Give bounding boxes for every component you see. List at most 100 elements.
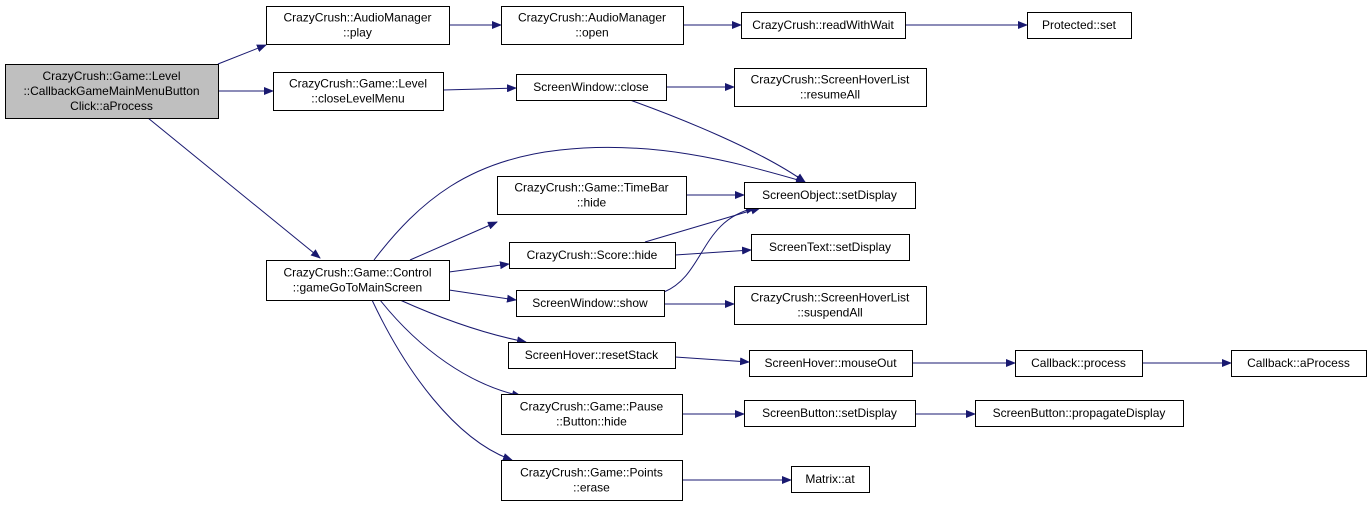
node-label-line: ::gameGoToMainScreen — [293, 281, 422, 295]
edge-screenwindow-show-to-screenobject-setdisplay — [663, 206, 756, 293]
node-box — [273, 72, 444, 111]
edges — [147, 21, 1232, 484]
node-timebar-hide[interactable]: CrazyCrush::Game::TimeBar::hide — [497, 176, 687, 215]
edge-root-to-game-go-to-main-screen — [147, 117, 321, 259]
edge-game-go-to-main-screen-to-screenwindow-show — [448, 289, 517, 303]
node-label-line: ScreenButton::propagateDisplay — [993, 406, 1166, 420]
node-box — [734, 68, 927, 107]
edge-game-go-to-main-screen-to-points-erase — [371, 299, 513, 461]
node-box — [501, 460, 683, 501]
node-label-line: CrazyCrush::Game::Control — [283, 266, 431, 280]
edge-game-go-to-main-screen-to-screenobject-setdisplay — [373, 146, 806, 261]
node-points-erase[interactable]: CrazyCrush::Game::Points::erase — [501, 460, 683, 501]
node-screenbutton-setdisplay[interactable]: ScreenButton::setDisplay — [744, 400, 916, 427]
node-label-line: ScreenObject::setDisplay — [762, 188, 897, 202]
node-box — [266, 6, 450, 45]
node-box — [744, 400, 916, 427]
node-box — [1231, 350, 1367, 377]
node-label-line: CrazyCrush::readWithWait — [752, 18, 894, 32]
node-screenwindow-close[interactable]: ScreenWindow::close — [516, 74, 667, 101]
node-screenobject-setdisplay[interactable]: ScreenObject::setDisplay — [744, 182, 916, 209]
node-label-line: CrazyCrush::Game::Pause — [520, 400, 664, 414]
node-propagate-display[interactable]: ScreenButton::propagateDisplay — [975, 400, 1184, 427]
node-box — [509, 242, 676, 269]
node-box — [751, 234, 910, 261]
node-box — [508, 342, 676, 369]
edge-game-go-to-main-screen-to-pause-button-hide — [379, 299, 522, 399]
node-protected-set[interactable]: Protected::set — [1027, 12, 1132, 39]
node-label-line: ScreenButton::setDisplay — [762, 406, 897, 420]
node-box — [516, 290, 665, 317]
edge-game-go-to-main-screen-to-reset-stack — [399, 299, 527, 345]
node-close-level-menu[interactable]: CrazyCrush::Game::Level::closeLevelMenu — [273, 72, 444, 111]
node-label-line: ::hide — [577, 196, 607, 210]
node-matrix-at[interactable]: Matrix::at — [791, 466, 870, 493]
edge-score-hide-to-screenobject-setdisplay — [644, 206, 761, 243]
node-label-line: ::suspendAll — [797, 306, 862, 320]
node-game-go-to-main-screen[interactable]: CrazyCrush::Game::Control::gameGoToMainS… — [266, 260, 450, 301]
node-box — [749, 350, 913, 377]
node-label-line: CrazyCrush::AudioManager — [518, 11, 666, 25]
node-callback-aprocess[interactable]: Callback::aProcess — [1231, 350, 1367, 377]
edge-screenwindow-close-to-screenobject-setdisplay — [629, 99, 806, 183]
node-label-line: CrazyCrush::Game::TimeBar — [514, 181, 668, 195]
node-label-line: ::erase — [573, 481, 610, 495]
node-box — [501, 6, 684, 45]
node-box — [266, 260, 450, 301]
node-label-line: Protected::set — [1042, 18, 1117, 32]
node-score-hide[interactable]: CrazyCrush::Score::hide — [509, 242, 676, 269]
node-label-line: ::Button::hide — [556, 415, 627, 429]
node-label-line: ::open — [575, 26, 608, 40]
node-box — [734, 286, 927, 325]
node-resume-all[interactable]: CrazyCrush::ScreenHoverList::resumeAll — [734, 68, 927, 107]
node-audio-open[interactable]: CrazyCrush::AudioManager::open — [501, 6, 684, 45]
node-label-line: CrazyCrush::Game::Level — [42, 69, 180, 83]
node-label-line: ScreenHover::resetStack — [525, 348, 659, 362]
node-audio-play[interactable]: CrazyCrush::AudioManager::play — [266, 6, 450, 45]
node-mouse-out[interactable]: ScreenHover::mouseOut — [749, 350, 913, 377]
node-box — [501, 394, 683, 435]
node-box — [791, 466, 870, 493]
node-label-line: CrazyCrush::Game::Points — [520, 466, 663, 480]
node-label-line: CrazyCrush::ScreenHoverList — [751, 291, 910, 305]
edge-close-level-menu-to-screenwindow-close — [442, 84, 517, 93]
node-label-line: CrazyCrush::Game::Level — [289, 77, 427, 91]
node-label-line: Click::aProcess — [70, 99, 153, 113]
node-box — [497, 176, 687, 215]
node-box — [516, 74, 667, 101]
node-screenwindow-show[interactable]: ScreenWindow::show — [516, 290, 665, 317]
node-screentext-setdisplay[interactable]: ScreenText::setDisplay — [751, 234, 910, 261]
node-root[interactable]: CrazyCrush::Game::Level::CallbackGameMai… — [5, 64, 219, 119]
edge-root-to-audio-play — [217, 44, 267, 65]
node-box — [1015, 350, 1143, 377]
node-box — [1027, 12, 1132, 39]
node-label-line: ::closeLevelMenu — [311, 92, 404, 106]
node-label-line: Callback::aProcess — [1247, 356, 1350, 370]
node-box — [741, 12, 906, 39]
node-box — [5, 64, 219, 119]
node-box — [975, 400, 1184, 427]
node-label-line: CrazyCrush::Score::hide — [527, 248, 658, 262]
node-label-line: ScreenHover::mouseOut — [764, 356, 897, 370]
node-label-line: ScreenWindow::close — [533, 80, 649, 94]
node-label-line: Matrix::at — [805, 472, 855, 486]
edge-game-go-to-main-screen-to-score-hide — [448, 261, 510, 273]
node-label-line: ScreenWindow::show — [532, 296, 648, 310]
edge-score-hide-to-screentext-setdisplay — [674, 246, 752, 256]
node-label-line: CrazyCrush::ScreenHoverList — [751, 73, 910, 87]
node-reset-stack[interactable]: ScreenHover::resetStack — [508, 342, 676, 369]
nodes: CrazyCrush::Game::Level::CallbackGameMai… — [5, 6, 1367, 501]
node-box — [744, 182, 916, 209]
node-label-line: ScreenText::setDisplay — [769, 240, 891, 254]
node-label-line: ::play — [343, 26, 372, 40]
edge-reset-stack-to-mouse-out — [674, 356, 750, 366]
node-pause-button-hide[interactable]: CrazyCrush::Game::Pause::Button::hide — [501, 394, 683, 435]
node-label-line: ::CallbackGameMainMenuButton — [23, 84, 199, 98]
node-callback-process[interactable]: Callback::process — [1015, 350, 1143, 377]
node-label-line: Callback::process — [1031, 356, 1126, 370]
node-read-with-wait[interactable]: CrazyCrush::readWithWait — [741, 12, 906, 39]
node-label-line: ::resumeAll — [800, 88, 860, 102]
node-suspend-all[interactable]: CrazyCrush::ScreenHoverList::suspendAll — [734, 286, 927, 325]
edge-game-go-to-main-screen-to-timebar-hide — [409, 221, 498, 261]
